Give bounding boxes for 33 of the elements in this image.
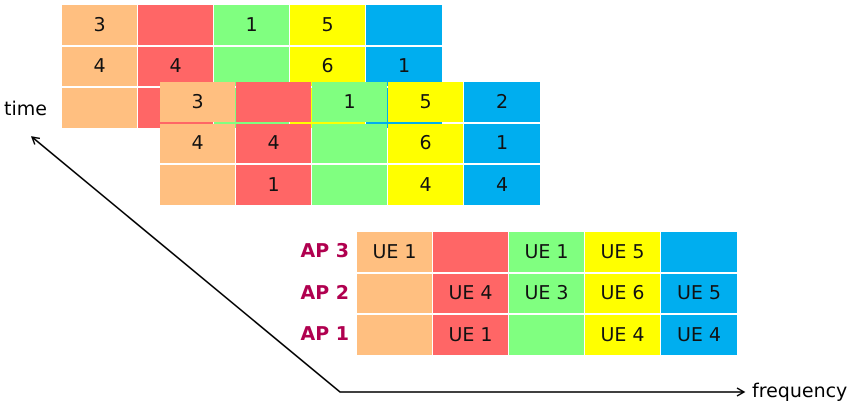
grid-cell: 4 <box>464 165 540 204</box>
row-label: AP 2 <box>300 284 349 302</box>
grid-cell: UE 4 <box>433 274 508 313</box>
grid-cell: UE 3 <box>509 274 584 313</box>
grid-cell: 1 <box>214 5 289 44</box>
grid-cell: 2 <box>464 82 540 122</box>
grid-cell: UE 5 <box>661 274 737 313</box>
grid-cell: 4 <box>138 46 213 86</box>
grid-cell: 4 <box>62 46 137 86</box>
grid-cell: 6 <box>290 46 365 86</box>
grid-cell: UE 1 <box>433 315 508 354</box>
grid-cell: 3 <box>62 5 137 44</box>
grid-cell: 1 <box>312 82 387 122</box>
grid-cell: 4 <box>236 124 311 163</box>
grid-cell: 4 <box>160 124 235 163</box>
grid-cell: 1 <box>366 46 442 86</box>
grid-cell: UE 1 <box>357 232 432 272</box>
grid-cell: 5 <box>290 5 365 44</box>
row-label: AP 3 <box>300 242 349 261</box>
grid-cell: UE 4 <box>585 315 660 354</box>
grid-cell: UE 4 <box>661 315 737 354</box>
axis-label: frequency <box>752 382 848 401</box>
grid-cell: 6 <box>388 124 463 163</box>
axis-label: time <box>4 100 47 119</box>
grid-cell: 3 <box>160 82 235 122</box>
grid-cell: 4 <box>388 165 463 204</box>
row-label: AP 1 <box>300 325 349 344</box>
grid-cell: UE 6 <box>585 274 660 313</box>
grid-cell: UE 1 <box>509 232 584 272</box>
grid-cell: UE 5 <box>585 232 660 272</box>
grid-cell: 1 <box>464 124 540 163</box>
grid-cell: 1 <box>236 165 311 204</box>
grid-cell: 5 <box>388 82 463 122</box>
